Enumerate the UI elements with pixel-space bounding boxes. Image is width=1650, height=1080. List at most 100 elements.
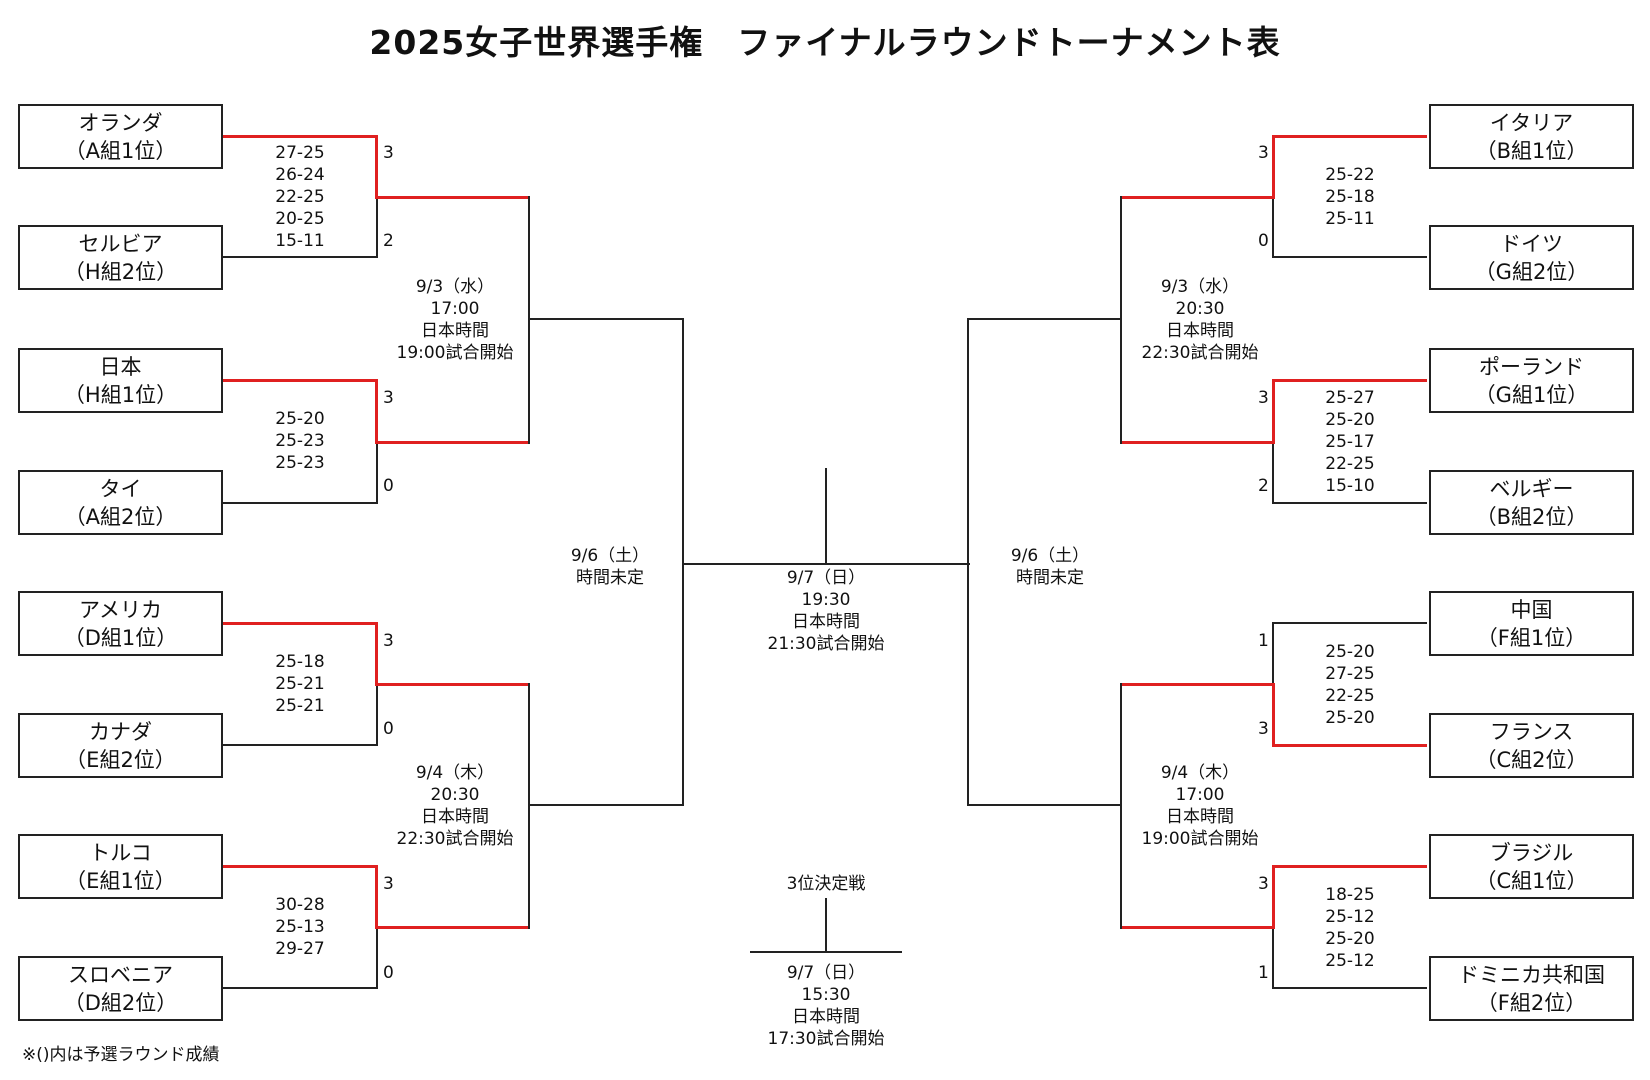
match-score-top: 3 [383, 631, 394, 651]
schedule-line: 時間未定 [1016, 568, 1084, 588]
page-title: 2025女子世界選手権 ファイナルラウンドトーナメント表 [369, 23, 1281, 62]
schedule-line: 21:30試合開始 [767, 634, 885, 654]
match-score-bottom: 0 [383, 476, 394, 496]
team-box-serbia: セルビア（H組2位） [18, 225, 223, 290]
set-score: 25-22 [1325, 165, 1375, 185]
bracket-line-winner [375, 379, 378, 443]
team-name: ポーランド [1479, 355, 1584, 379]
team-box-brazil: ブラジル（C組1位） [1429, 834, 1634, 899]
bracket-line-winner [1120, 926, 1275, 929]
bracket-line-winner [375, 926, 530, 929]
team-name: カナダ [89, 720, 152, 744]
team-box-turkey: トルコ （E組1位） [18, 834, 223, 899]
schedule-line: 9/3（水） [415, 277, 495, 297]
set-score: 25-12 [1325, 907, 1375, 927]
team-box-poland: ポーランド （G組1位） [1429, 348, 1634, 413]
set-score: 25-20 [1325, 642, 1375, 662]
team-name: スロベニア [68, 963, 173, 987]
set-score: 25-23 [275, 453, 325, 473]
team-rank: （H組2位） [63, 260, 178, 284]
team-box-usa: アメリカ （D組1位） [18, 591, 223, 656]
team-name: ドミニカ共和国 [1458, 963, 1605, 987]
bracket-line-winner [1272, 379, 1275, 443]
schedule-line: 17:30試合開始 [767, 1029, 885, 1049]
bracket-line [1272, 443, 1274, 503]
match-score-bottom: 0 [1258, 231, 1269, 251]
schedule-line: 20:30 [1175, 299, 1225, 319]
team-name: オランダ [78, 111, 163, 135]
team-rank: （A組2位） [64, 505, 177, 529]
match-score-top: 3 [1258, 143, 1269, 163]
set-score: 25-17 [1325, 432, 1375, 452]
bracket-line [682, 318, 684, 806]
team-name: ブラジル [1489, 841, 1574, 865]
set-score: 25-27 [1325, 388, 1375, 408]
bracket-line-winner [223, 622, 378, 625]
bracket-line-winner [223, 865, 378, 868]
set-score: 22-25 [1325, 454, 1375, 474]
schedule-line: 20:30 [430, 785, 480, 805]
bracket-line [1120, 196, 1122, 444]
team-box-belgium: ベルギー（B組2位） [1429, 470, 1634, 535]
bracket-line-winner [1272, 744, 1427, 747]
team-box-dominican: ドミニカ共和国 （F組2位） [1429, 956, 1634, 1021]
team-box-thailand: タイ （A組2位） [18, 470, 223, 535]
match-score-top: 3 [383, 388, 394, 408]
schedule-line: 9/3（水） [1160, 277, 1240, 297]
bracket-line [1272, 622, 1427, 624]
team-rank: （G組1位） [1474, 383, 1589, 407]
team-rank: （E組1位） [65, 869, 176, 893]
schedule-line: 日本時間 [1166, 807, 1234, 827]
schedule-sf-left: 9/6（土）時間未定 [545, 545, 675, 589]
set-score: 27-25 [275, 143, 325, 163]
bracket-line [528, 804, 683, 806]
schedule-line: 22:30試合開始 [396, 829, 514, 849]
team-rank: （F組1位） [1476, 626, 1587, 650]
match-score-bottom: 0 [383, 719, 394, 739]
team-name: 日本 [99, 355, 142, 379]
bracket-line [223, 502, 378, 504]
set-score: 27-25 [1325, 664, 1375, 684]
set-score: 25-23 [275, 431, 325, 451]
schedule-line: 17:00 [1175, 785, 1225, 805]
set-score: 18-25 [1325, 885, 1375, 905]
team-box-italy: イタリア（B組1位） [1429, 104, 1634, 169]
team-name: フランス [1489, 720, 1574, 744]
bracket-line-winner [375, 683, 530, 686]
team-box-canada: カナダ（E組2位） [18, 713, 223, 778]
bracket-line [1272, 502, 1427, 504]
set-score: 15-11 [275, 231, 325, 251]
team-rank: （A組1位） [64, 139, 177, 163]
bracket-line-winner [375, 865, 378, 928]
match-score-top: 1 [1258, 631, 1269, 651]
bracket-line [528, 683, 530, 929]
team-box-slovenia: スロベニア（D組2位） [18, 956, 223, 1021]
team-box-netherlands: オランダ （A組1位） [18, 104, 223, 169]
schedule-line: 19:30 [801, 590, 851, 610]
bracket-line-winner [1272, 135, 1427, 138]
bracket-line-winner [1120, 196, 1275, 199]
set-score: 20-25 [275, 209, 325, 229]
third-place-line [825, 898, 827, 952]
team-rank: （F組2位） [1476, 991, 1587, 1015]
team-name: トルコ [89, 841, 152, 865]
bracket-line [223, 256, 378, 258]
schedule-line: 日本時間 [1166, 321, 1234, 341]
match-score-bottom: 2 [1258, 476, 1269, 496]
team-name: タイ [99, 477, 142, 501]
team-name: アメリカ [79, 598, 162, 622]
bracket-line [1120, 683, 1122, 929]
set-score: 25-20 [1325, 929, 1375, 949]
set-score: 29-27 [275, 939, 325, 959]
team-box-japan: 日本（H組1位） [18, 348, 223, 413]
team-name: ドイツ [1500, 232, 1563, 256]
team-rank: （D組1位） [63, 626, 178, 650]
